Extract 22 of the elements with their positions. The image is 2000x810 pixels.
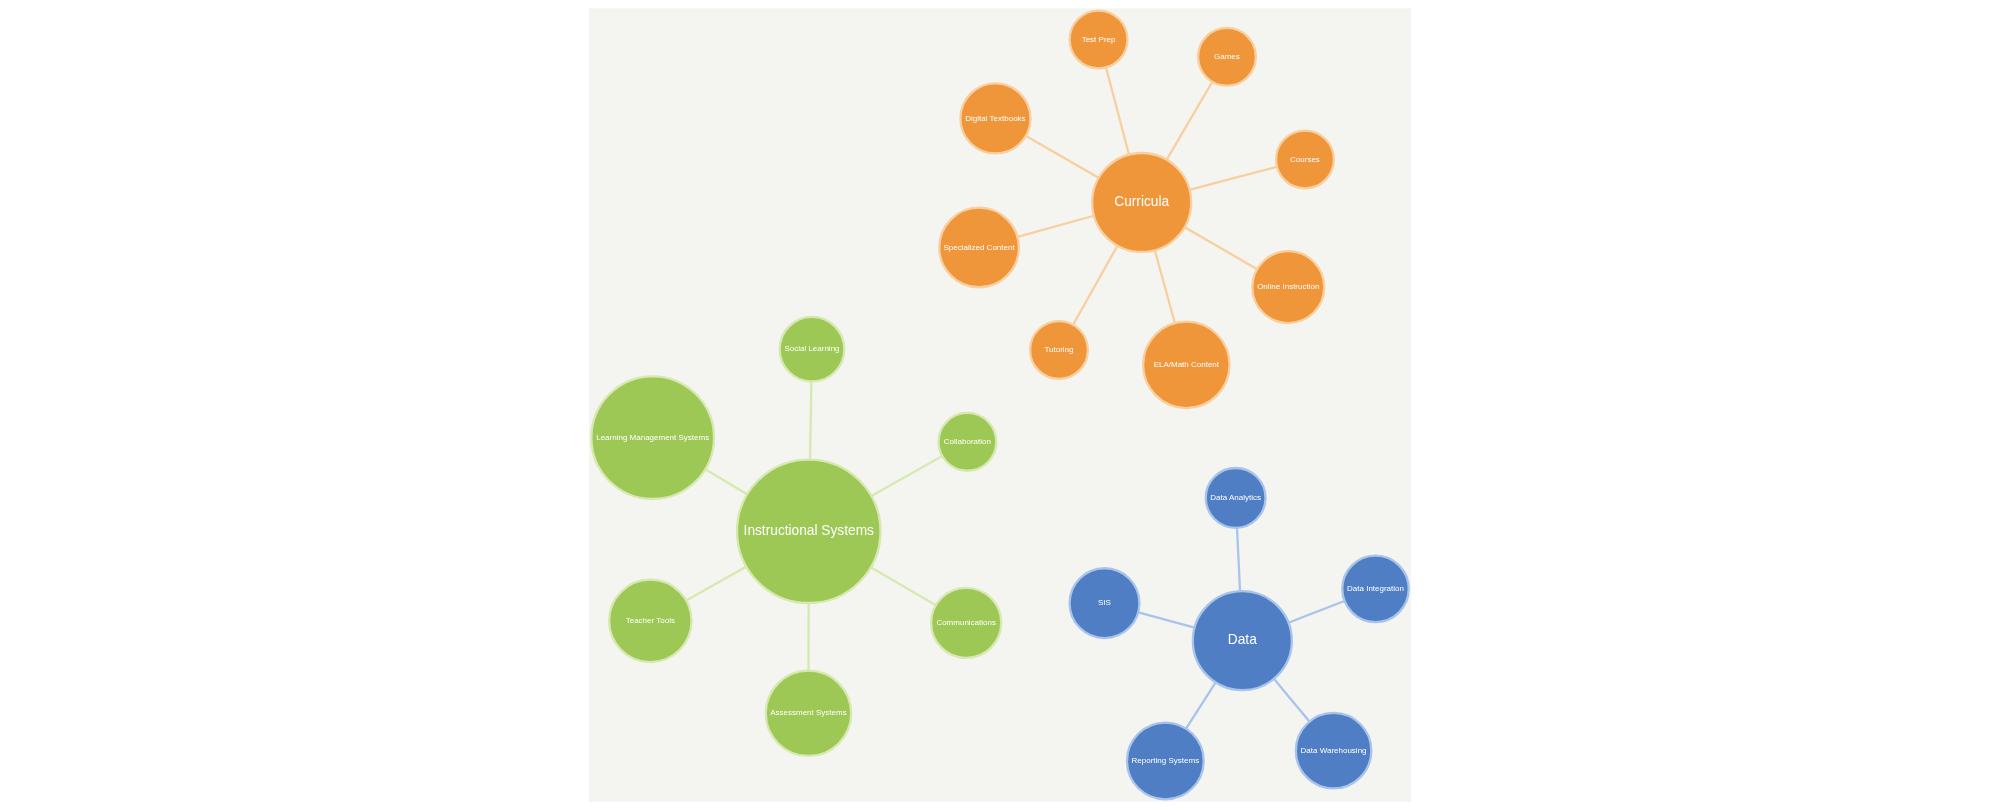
node-circle: Curricula <box>1091 151 1193 254</box>
connector <box>704 468 748 496</box>
connector <box>685 565 747 602</box>
connector <box>870 566 937 607</box>
connector <box>1104 67 1131 155</box>
node-circle: Data <box>1191 590 1293 692</box>
connector <box>1017 214 1095 238</box>
connector <box>1185 681 1217 729</box>
connector <box>1189 165 1278 191</box>
connector <box>1288 599 1345 624</box>
connector <box>870 455 943 497</box>
connector <box>1025 134 1100 179</box>
connector <box>1235 527 1242 592</box>
node-circle: Instructional Systems <box>735 458 882 605</box>
connector <box>1153 250 1176 324</box>
connector <box>808 381 813 460</box>
connector <box>1138 611 1195 629</box>
connector <box>1072 245 1119 326</box>
connector <box>1273 678 1311 723</box>
connector <box>1184 226 1258 271</box>
connector <box>807 603 810 671</box>
connector <box>1165 81 1214 161</box>
